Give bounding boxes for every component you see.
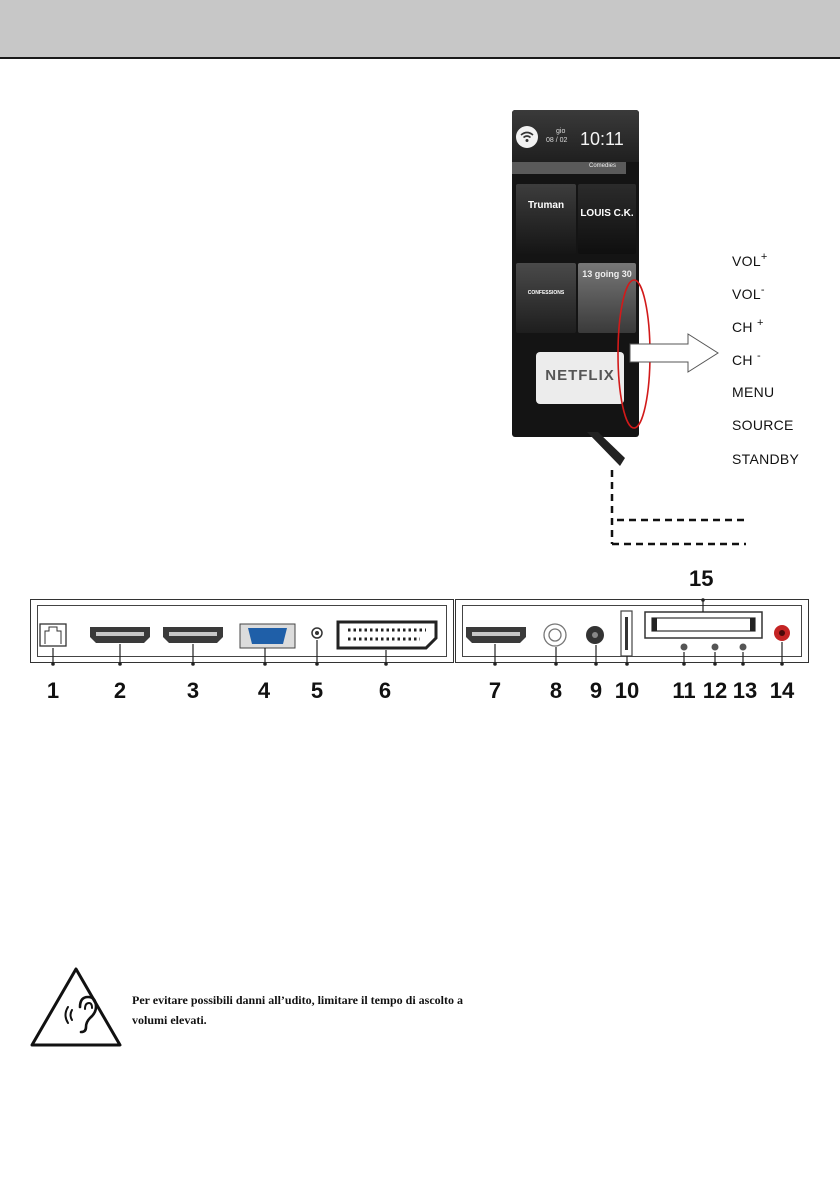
connector-number-2: 2 bbox=[114, 678, 126, 704]
hdmi-port-icon bbox=[90, 627, 150, 643]
red-audio-jack-icon bbox=[774, 625, 790, 641]
btn-ch-minus-label: CH - bbox=[732, 350, 761, 368]
connector-number-6: 6 bbox=[379, 678, 391, 704]
btn-source-label: SOURCE bbox=[732, 417, 794, 433]
headphone-jack-icon bbox=[312, 628, 322, 638]
av-jack-icon bbox=[712, 644, 719, 651]
optical-port-icon bbox=[544, 624, 566, 646]
tv-stand bbox=[587, 432, 625, 466]
connector-number-12: 12 bbox=[703, 678, 727, 704]
scart-port-icon bbox=[338, 622, 436, 648]
connector-number-13: 13 bbox=[733, 678, 757, 704]
btn-vol-plus-label: VOL+ bbox=[732, 251, 768, 269]
btn-menu-label: MENU bbox=[732, 384, 774, 400]
lan-port-icon bbox=[40, 624, 66, 646]
connector-number-4: 4 bbox=[258, 678, 270, 704]
hdmi-port-icon bbox=[466, 627, 526, 643]
antenna-port-icon bbox=[586, 626, 604, 644]
callout-arrow bbox=[630, 334, 718, 372]
av-jack-icon bbox=[681, 644, 688, 651]
btn-ch-plus-label: CH + bbox=[732, 317, 764, 335]
connector-number-8: 8 bbox=[550, 678, 562, 704]
connector-number-1: 1 bbox=[47, 678, 59, 704]
connector-number-9: 9 bbox=[590, 678, 602, 704]
connector-number-5: 5 bbox=[311, 678, 323, 704]
av-jack-icon bbox=[740, 644, 747, 651]
btn-standby-label: STANDBY bbox=[732, 451, 799, 467]
connector-number-10: 10 bbox=[615, 678, 639, 704]
connector-number-3: 3 bbox=[187, 678, 199, 704]
connector-number-11: 11 bbox=[672, 678, 695, 704]
leader-lines bbox=[612, 470, 746, 544]
connector-number-7: 7 bbox=[489, 678, 501, 704]
btn-vol-minus-label: VOL- bbox=[732, 284, 765, 302]
ci-slot-icon bbox=[645, 612, 762, 638]
connector-number-14: 14 bbox=[770, 678, 794, 704]
hdmi-port-icon bbox=[163, 627, 223, 643]
tv-annotations bbox=[0, 0, 840, 600]
usb-port-icon bbox=[621, 611, 632, 656]
hearing-warning-text: Per evitare possibili danni all’udito, l… bbox=[132, 990, 472, 1030]
connector-number-15: 15 bbox=[689, 566, 713, 592]
hearing-warning-icon bbox=[28, 965, 124, 1049]
vga-port-icon bbox=[240, 624, 295, 648]
connector-drawing bbox=[0, 560, 840, 680]
